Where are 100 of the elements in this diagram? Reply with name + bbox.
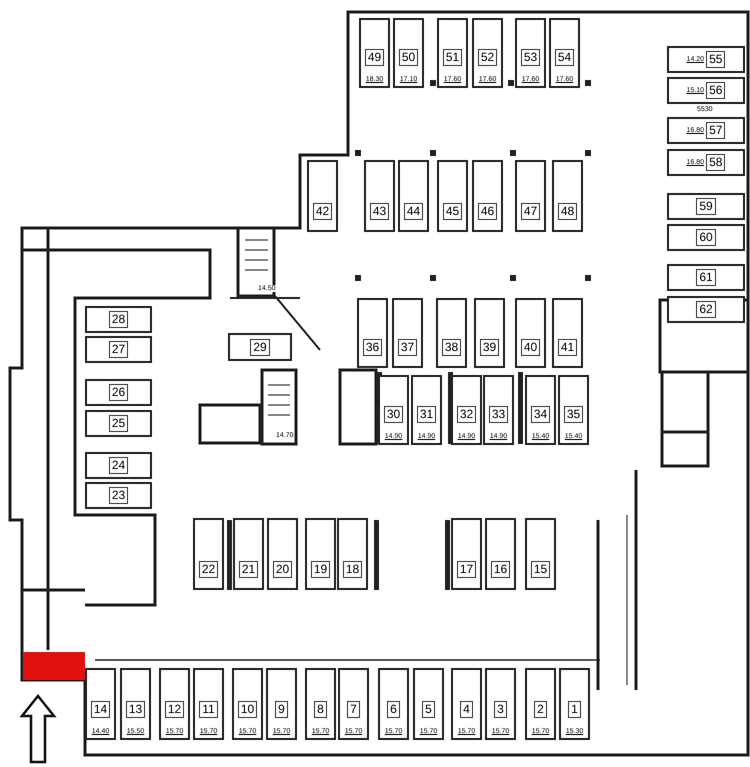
parking-space (85, 379, 152, 406)
space-number: 18 (342, 561, 362, 578)
space-number: 21 (238, 561, 258, 578)
parking-space (437, 160, 468, 232)
space-number: 57 (706, 122, 726, 139)
space-number: 51 (442, 49, 462, 66)
space-number: 46 (478, 203, 498, 220)
space-number: 39 (480, 339, 500, 356)
space-number: 11 (199, 701, 218, 718)
parking-space (337, 518, 368, 590)
parking-space (233, 518, 264, 590)
parking-space (667, 264, 745, 291)
space-number: 62 (696, 301, 716, 318)
space-number: 41 (558, 339, 578, 356)
space-number: 10 (238, 701, 258, 718)
space-number: 15 (530, 561, 550, 578)
parking-space (378, 375, 409, 445)
space-number: 22 (198, 561, 218, 578)
parking-space (667, 117, 745, 144)
space-number: 44 (404, 203, 424, 220)
space-number: 7 (347, 701, 360, 718)
space-number: 34 (530, 406, 550, 423)
space-number: 23 (108, 487, 128, 504)
space-number: 50 (398, 49, 418, 66)
parking-space (85, 482, 152, 509)
space-number: 47 (520, 203, 540, 220)
space-number: 40 (520, 339, 540, 356)
parking-space (472, 18, 503, 88)
parking-space (359, 18, 390, 88)
space-number: 49 (364, 49, 384, 66)
space-number: 17 (456, 561, 476, 578)
parking-space (228, 333, 292, 361)
space-number: 33 (488, 406, 508, 423)
parking-space (667, 193, 745, 220)
space-number: 38 (442, 339, 462, 356)
space-number: 2 (534, 701, 547, 718)
space-number: 24 (108, 457, 128, 474)
space-number: 4 (460, 701, 473, 718)
space-number: 56 (706, 82, 726, 99)
parking-space (515, 160, 546, 232)
space-number: 8 (314, 701, 327, 718)
space-number: 6 (387, 701, 400, 718)
parking-space (85, 452, 152, 479)
parking-space (472, 160, 503, 232)
parking-space (483, 375, 514, 445)
parking-space (525, 668, 556, 740)
space-number: 43 (370, 203, 390, 220)
parking-space (85, 410, 152, 437)
parking-space (305, 518, 336, 590)
parking-space (364, 160, 395, 232)
parking-space (266, 668, 297, 740)
space-number: 37 (398, 339, 418, 356)
parking-space (667, 77, 745, 104)
parking-space (515, 18, 546, 88)
parking-space (474, 298, 505, 368)
space-number: 25 (108, 415, 128, 432)
parking-space (525, 375, 556, 445)
parking-space (85, 306, 152, 333)
space-number: 55 (706, 51, 726, 68)
parking-space (549, 18, 580, 88)
space-number: 29 (250, 338, 270, 356)
parking-space (451, 518, 482, 590)
parking-space (515, 298, 546, 368)
parking-space (120, 668, 151, 740)
parking-space (667, 224, 745, 251)
parking-space (305, 668, 336, 740)
space-number: 27 (108, 341, 128, 358)
space-number: 16 (490, 561, 510, 578)
parking-space (437, 18, 468, 88)
space-number: 48 (558, 203, 578, 220)
space-number: 31 (416, 406, 436, 423)
parking-space (398, 160, 429, 232)
space-number: 12 (164, 701, 184, 718)
space-number: 3 (494, 701, 507, 718)
space-number: 59 (696, 198, 716, 215)
space-number: 20 (272, 561, 292, 578)
parking-space (267, 518, 298, 590)
parking-space (667, 46, 745, 73)
space-number: 53 (520, 49, 540, 66)
parking-space (85, 668, 116, 740)
parking-space (193, 668, 224, 740)
parking-space (307, 160, 338, 232)
space-number: 30 (384, 406, 404, 423)
parking-space (559, 668, 590, 740)
space-number: 14 (90, 701, 110, 718)
space-number: 13 (126, 701, 146, 718)
space-number: 36 (362, 339, 382, 356)
space-number: 26 (108, 384, 128, 401)
parking-space (378, 668, 409, 740)
space-number: 54 (554, 49, 574, 66)
parking-space (451, 668, 482, 740)
space-number: 45 (442, 203, 462, 220)
parking-space (485, 518, 516, 590)
parking-space (436, 298, 467, 368)
space-number: 19 (310, 561, 330, 578)
space-number: 42 (312, 203, 332, 220)
parking-space (393, 18, 424, 88)
parking-space (558, 375, 589, 445)
parking-space (413, 668, 444, 740)
parking-space (411, 375, 442, 445)
